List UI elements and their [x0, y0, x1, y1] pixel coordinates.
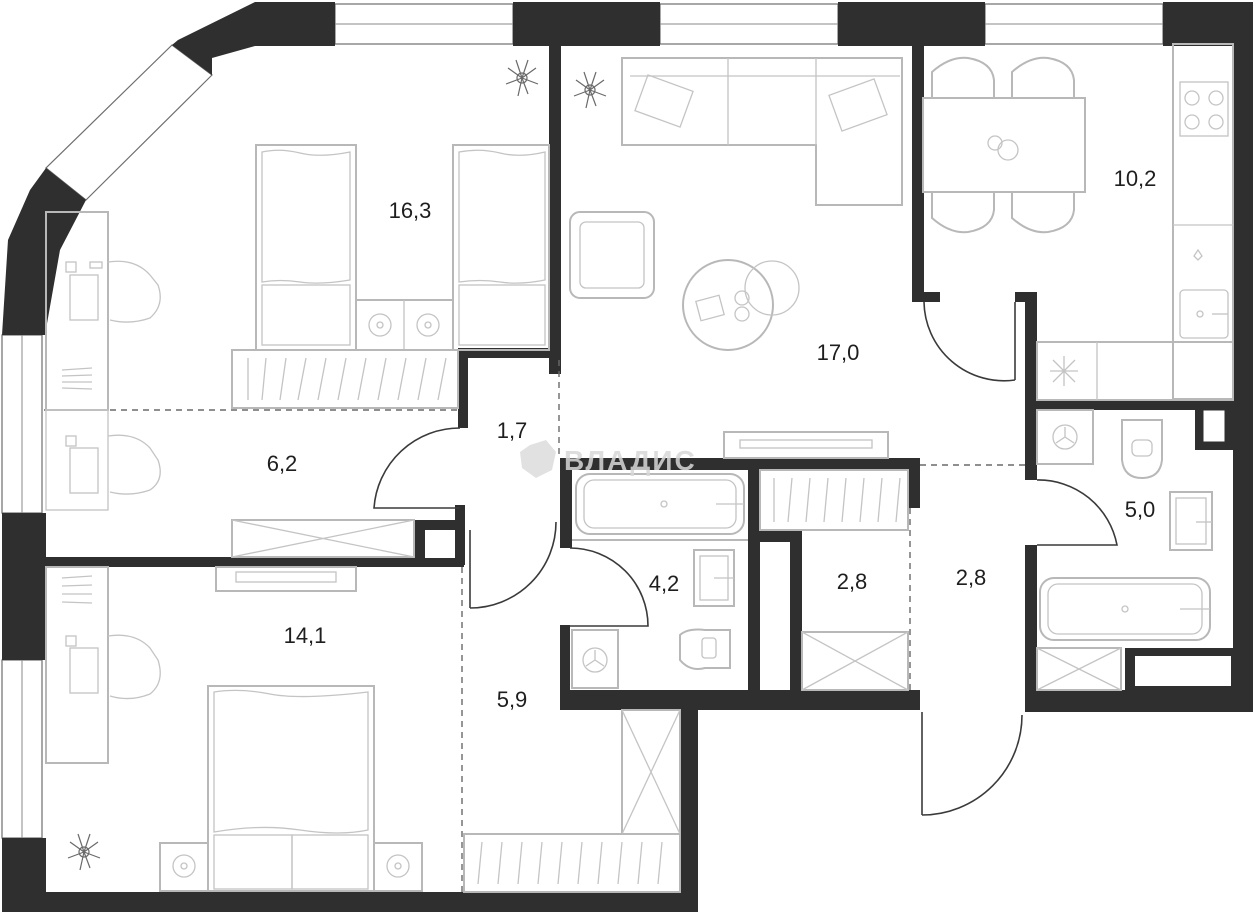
plant-icon	[573, 71, 607, 109]
area-label-hallway: 2,8	[956, 565, 987, 590]
doors	[373, 301, 1118, 816]
area-label-bathroom-center: 4,2	[649, 571, 680, 596]
plant-icon	[505, 59, 539, 97]
window-diagonal	[45, 44, 213, 201]
watermark-text: ВЛАДИС	[564, 445, 697, 476]
storage-furniture	[759, 469, 909, 691]
area-label-bathroom-right: 5,0	[1125, 497, 1156, 522]
area-label-corridor-long: 5,9	[497, 687, 528, 712]
area-label-bedroom-top: 16,3	[389, 198, 432, 223]
area-label-corridor-small: 1,7	[497, 418, 528, 443]
corridor-furniture	[463, 709, 681, 893]
area-label-kitchen: 10,2	[1114, 166, 1157, 191]
kitchen-furniture	[922, 43, 1234, 401]
area-label-storage: 2,8	[837, 569, 868, 594]
bathroom-center-furniture	[571, 473, 748, 689]
living-room-furniture	[569, 57, 903, 459]
area-label-bedroom-bottom: 14,1	[284, 623, 327, 648]
watermark: ВЛАДИС	[520, 440, 697, 478]
area-label-study: 6,2	[267, 451, 298, 476]
logo-icon	[520, 440, 556, 478]
area-label-living-room: 17,0	[817, 340, 860, 365]
plant-icon	[67, 833, 101, 871]
bedroom-top-furniture	[45, 144, 550, 411]
zone-lines	[44, 360, 1025, 892]
bedroom-bottom-furniture	[45, 566, 423, 892]
windows	[1, 3, 1164, 839]
bathroom-right-furniture	[1036, 409, 1213, 691]
study-furniture	[45, 409, 415, 558]
area-labels: 16,3 17,0 10,2 1,7 6,2 4,2 2,8 2,8 5,0 1…	[267, 166, 1157, 712]
